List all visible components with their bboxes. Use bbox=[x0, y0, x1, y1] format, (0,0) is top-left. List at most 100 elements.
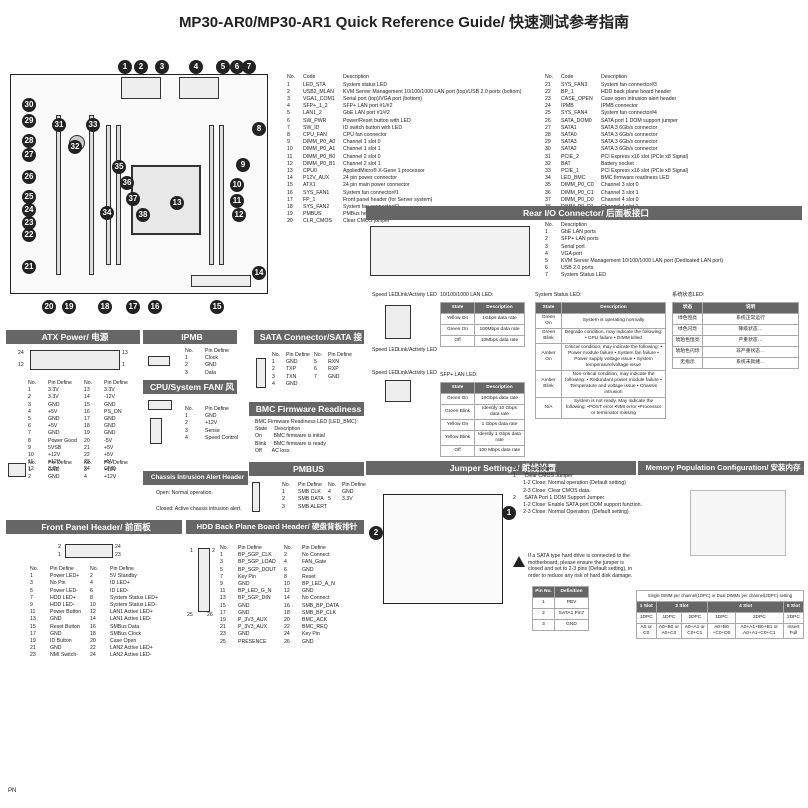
bmc-line: BMC Firmware Readiness LED (LED_BMC): bbox=[255, 419, 358, 425]
front-pin-cell: Power LED+ bbox=[50, 573, 80, 580]
code-cell: Battery socket bbox=[601, 160, 634, 167]
sys-led-cn-table-row: 绿色闪烁降级状态… bbox=[672, 324, 799, 336]
code-cell: 29 bbox=[545, 139, 551, 146]
lan-led-table-cell: Yellow On bbox=[440, 313, 475, 325]
code-cell: 6 bbox=[287, 117, 290, 124]
sata-pin-cell: No. bbox=[314, 352, 323, 358]
atx-pin-cell: GND bbox=[104, 401, 116, 408]
code-cell: IPMB connector bbox=[601, 103, 638, 110]
atx-pin-cell: GND bbox=[48, 401, 60, 408]
memory-sub: 1DPC bbox=[636, 612, 657, 624]
code-cell: 9 bbox=[287, 139, 290, 146]
pin-label: 1 bbox=[190, 548, 193, 554]
atx-pin-cell: 5VSB bbox=[48, 444, 62, 451]
callout-3: 3 bbox=[155, 60, 169, 74]
code-cell: 18 bbox=[287, 204, 293, 211]
atx-pin-cell: 7 bbox=[28, 430, 31, 437]
hdd-pin-cell: 17 bbox=[220, 609, 226, 616]
callout-5: 5 bbox=[216, 60, 230, 74]
hdd-pin-cell: 7 bbox=[220, 573, 223, 580]
callout-6: 6 bbox=[230, 60, 244, 74]
fan-pin-head: No.Pin Define bbox=[185, 406, 249, 413]
fan-pin-cell: 4 bbox=[185, 434, 188, 441]
hdd-pin-cell: 9 bbox=[220, 581, 223, 588]
front-panel-header: Front Panel Header/ 前面板 bbox=[6, 520, 182, 534]
sfp-led-table-cell: 10Gbps data rate bbox=[474, 393, 525, 405]
code-cell: DIMM_P0_D0 bbox=[561, 196, 594, 203]
pmbus-pin-cell: 1 bbox=[282, 489, 285, 496]
code-cell: 31 bbox=[545, 153, 551, 160]
front-pin-cell: System Status LED- bbox=[110, 602, 157, 609]
pmbus-connector bbox=[252, 482, 260, 512]
speed-led-label: Speed LED bbox=[372, 370, 399, 376]
sata-pin-cell: GND bbox=[286, 380, 298, 387]
page-title: MP30-AR0/MP30-AR1 Quick Reference Guide/… bbox=[178, 14, 630, 31]
sys-led-table-cell: N/A bbox=[535, 396, 562, 419]
code-cell: SFP+_1_2 bbox=[303, 103, 328, 110]
sata-pin-cell: 5 bbox=[314, 359, 317, 366]
code-cell: 17 bbox=[287, 196, 293, 203]
code-cell: 21 bbox=[545, 81, 551, 88]
jumper-board-diagram bbox=[383, 494, 503, 604]
atx-pin-cell: Power Good bbox=[48, 437, 77, 444]
front-pin-cell: 8 bbox=[90, 594, 93, 601]
lan-led-table-cell: 10Mbps data rate bbox=[474, 335, 525, 347]
jumper-line: 1-2 Close: Enable SATA port DOM support … bbox=[513, 502, 642, 509]
atx-pin-cell: +12V bbox=[48, 452, 61, 459]
pmbus-pin-cell: SMB CLK bbox=[298, 489, 321, 496]
code-cell: PMBUS bbox=[303, 211, 322, 218]
callout-9: 9 bbox=[236, 158, 250, 172]
front-pin-cell: 6 bbox=[90, 587, 93, 594]
callout-36: 36 bbox=[120, 176, 134, 190]
atx-pin-cell: GND bbox=[104, 416, 116, 423]
jumper-pin-table-cell: 1 bbox=[532, 597, 555, 609]
code-cell: 32 bbox=[545, 160, 551, 167]
code-cell: IPMB bbox=[561, 103, 574, 110]
front-pin-cell: HDD LED+ bbox=[50, 594, 76, 601]
atx-connector bbox=[191, 275, 251, 287]
pmbus-pin-cell: 3 bbox=[282, 503, 285, 510]
front-panel-connector bbox=[65, 544, 113, 558]
bmc-line: Blink BMC firmware is ready bbox=[255, 440, 326, 447]
front-pin-cell: LAN2 Active LED- bbox=[110, 652, 152, 659]
code-cell: SATA3 bbox=[561, 139, 577, 146]
code-cell: SYS_FAN4 bbox=[561, 110, 588, 117]
pin-label: 25 bbox=[187, 612, 193, 618]
atx-pin-cell: 9 bbox=[28, 444, 31, 451]
callout-25: 25 bbox=[22, 190, 36, 204]
hdd-pin-cell: 12 bbox=[284, 588, 290, 595]
atx-pin-cell: +5V bbox=[48, 423, 58, 430]
sys-led-table-cell: Amber On bbox=[535, 342, 562, 371]
pmbus-pin-cell: 4 bbox=[328, 489, 331, 496]
ipmb-pin-cell: Clock bbox=[205, 355, 218, 362]
atx-pin-cell: 3.3V bbox=[48, 394, 59, 401]
atx-pin-cell: -12V bbox=[104, 394, 115, 401]
callout-37: 37 bbox=[126, 192, 140, 206]
atx-pin-cell: +5V bbox=[104, 444, 114, 451]
ipmb-pin-cell: 1 bbox=[185, 355, 188, 362]
code-cell: 8 bbox=[287, 132, 290, 139]
memory-sub: 1DPC bbox=[707, 612, 736, 624]
hdd-pin-cell: 15 bbox=[220, 602, 226, 609]
hdd-pin-cell: 6 bbox=[284, 566, 287, 573]
front-pin-cell: 5V Standby bbox=[110, 573, 137, 580]
hdd-pin-cell: BP_LED_G_N bbox=[238, 588, 272, 595]
